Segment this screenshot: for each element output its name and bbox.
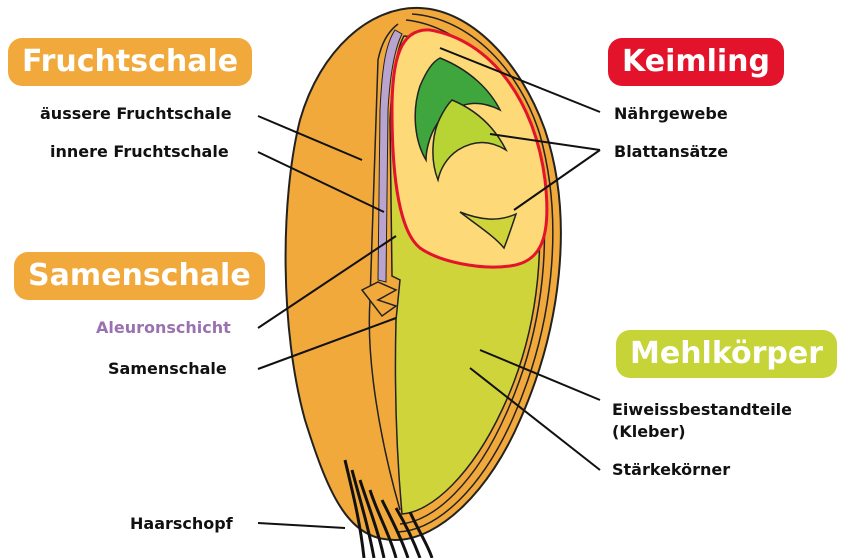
staerkekoerner-label: Stärkekörner [612,460,730,480]
mehlkoerper-badge: Mehlkörper [616,330,837,378]
fruchtschale-badge: Fruchtschale [8,38,252,86]
keimling-badge: Keimling [608,38,784,86]
naehrgewebe-label: Nährgewebe [614,104,728,124]
innere-fruchtschale-label: innere Fruchtschale [50,142,229,162]
samenschale-label: Samenschale [108,359,227,379]
haarschopf-label: Haarschopf [130,514,233,534]
blattansaetze-label: Blattansätze [614,142,728,162]
aeussere-fruchtschale-label: äussere Fruchtschale [40,104,232,124]
eiweissbestandteile-label: Eiweissbestandteile [612,400,792,420]
aleuronschicht-label: Aleuronschicht [96,318,231,338]
germ-embryo [392,30,547,267]
samenschale-badge: Samenschale [14,252,265,300]
kleber-label: (Kleber) [612,422,686,442]
